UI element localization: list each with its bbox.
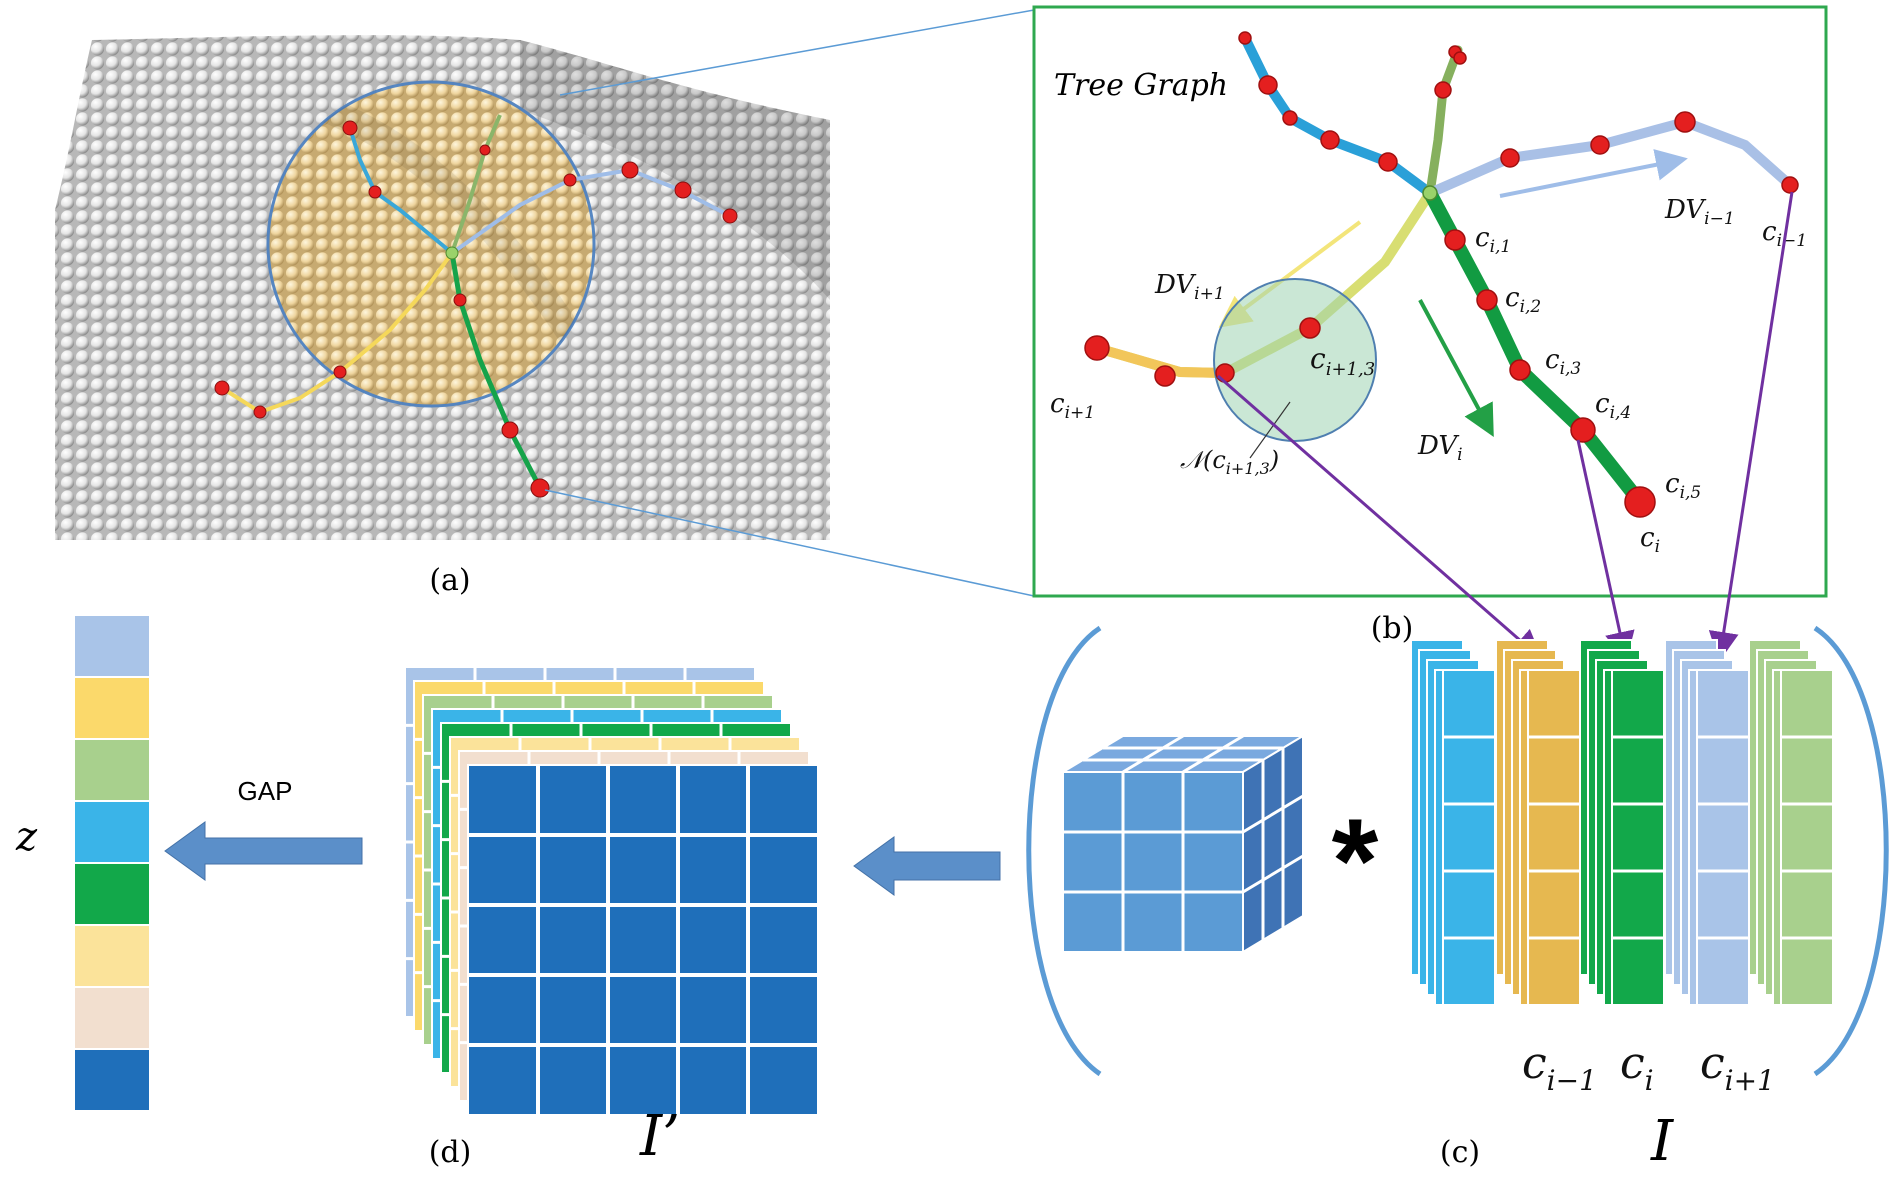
zoom-line-top bbox=[559, 9, 1035, 96]
map-arrow-cur bbox=[1576, 439, 1635, 662]
branch-lightblue bbox=[1425, 116, 1795, 198]
tree-graph-title: Tree Graph bbox=[1054, 68, 1228, 103]
z-vector bbox=[75, 616, 149, 1110]
conv-operator: * bbox=[1332, 794, 1379, 928]
feature-map-front bbox=[467, 764, 819, 1116]
z-label: z bbox=[15, 814, 38, 860]
neighborhood-circle bbox=[1213, 278, 1377, 442]
lattice-illustration bbox=[55, 35, 830, 540]
label-c-cur: ci bbox=[1640, 523, 1660, 557]
dv-cur-arrow bbox=[1418, 299, 1494, 438]
branch-yellow bbox=[1092, 343, 1230, 378]
conv-to-feature-arrow bbox=[853, 836, 1001, 896]
z-vector-cell bbox=[75, 616, 149, 676]
map-arrow-prev bbox=[1708, 191, 1794, 662]
tree-graph bbox=[1084, 31, 1799, 518]
col-label-cur: ci bbox=[1620, 1038, 1654, 1097]
input-column-next bbox=[1664, 639, 1750, 1006]
panel-label-a: (a) bbox=[429, 563, 470, 598]
column-labels: ci−1 ci ci+1 bbox=[1522, 1038, 1775, 1097]
gap-label: GAP bbox=[238, 776, 293, 806]
zoom-line-bottom bbox=[544, 489, 1035, 597]
col-label-prev: ci−1 bbox=[1522, 1038, 1597, 1097]
label-c-next: ci+1 bbox=[1050, 389, 1095, 423]
z-vector-cell bbox=[75, 926, 149, 986]
z-vector-cell bbox=[75, 802, 149, 862]
map-arrow-next bbox=[1217, 374, 1543, 660]
label-neighborhood: 𝒩(ci+1,3) bbox=[1180, 446, 1279, 478]
z-vector-cell bbox=[75, 678, 149, 738]
neighborhood-pointer bbox=[1249, 401, 1291, 459]
panel-label-d: (d) bbox=[429, 1135, 472, 1170]
input-column-prev bbox=[1495, 639, 1581, 1006]
input-column-5 bbox=[1748, 639, 1834, 1006]
label-dv-prev: DVi−1 bbox=[1664, 195, 1735, 229]
kernel-cube bbox=[1059, 734, 1307, 954]
input-column-1 bbox=[1410, 639, 1496, 1006]
dv-prev-arrow bbox=[1499, 149, 1688, 198]
z-vector-cell bbox=[75, 864, 149, 924]
input-column-cur bbox=[1579, 639, 1665, 1006]
input-label: I bbox=[1650, 1109, 1675, 1174]
lattice-nodes bbox=[214, 120, 738, 498]
right-paren bbox=[1813, 625, 1889, 1077]
feature-map-stack bbox=[404, 666, 819, 1116]
gap-arrow bbox=[164, 821, 363, 881]
z-vector-cell bbox=[75, 1050, 149, 1110]
panel-label-b: (b) bbox=[1371, 611, 1414, 646]
z-vector-cell bbox=[75, 740, 149, 800]
lattice-path-green bbox=[449, 252, 543, 490]
tree-nodes bbox=[1084, 31, 1799, 518]
col-label-next: ci+1 bbox=[1700, 1038, 1775, 1097]
lattice-path-olive bbox=[450, 114, 502, 254]
left-paren bbox=[1026, 625, 1102, 1077]
panel-label-c: (c) bbox=[1440, 1135, 1480, 1170]
label-dv-cur: DVi bbox=[1417, 431, 1463, 465]
label-dv-next: DVi+1 bbox=[1154, 270, 1225, 304]
feature-label: I’ bbox=[639, 1104, 680, 1169]
branch-olive bbox=[1425, 45, 1463, 198]
tree-graph-frame bbox=[1032, 5, 1828, 598]
z-vector-cell bbox=[75, 988, 149, 1048]
input-columns bbox=[1410, 639, 1834, 1006]
